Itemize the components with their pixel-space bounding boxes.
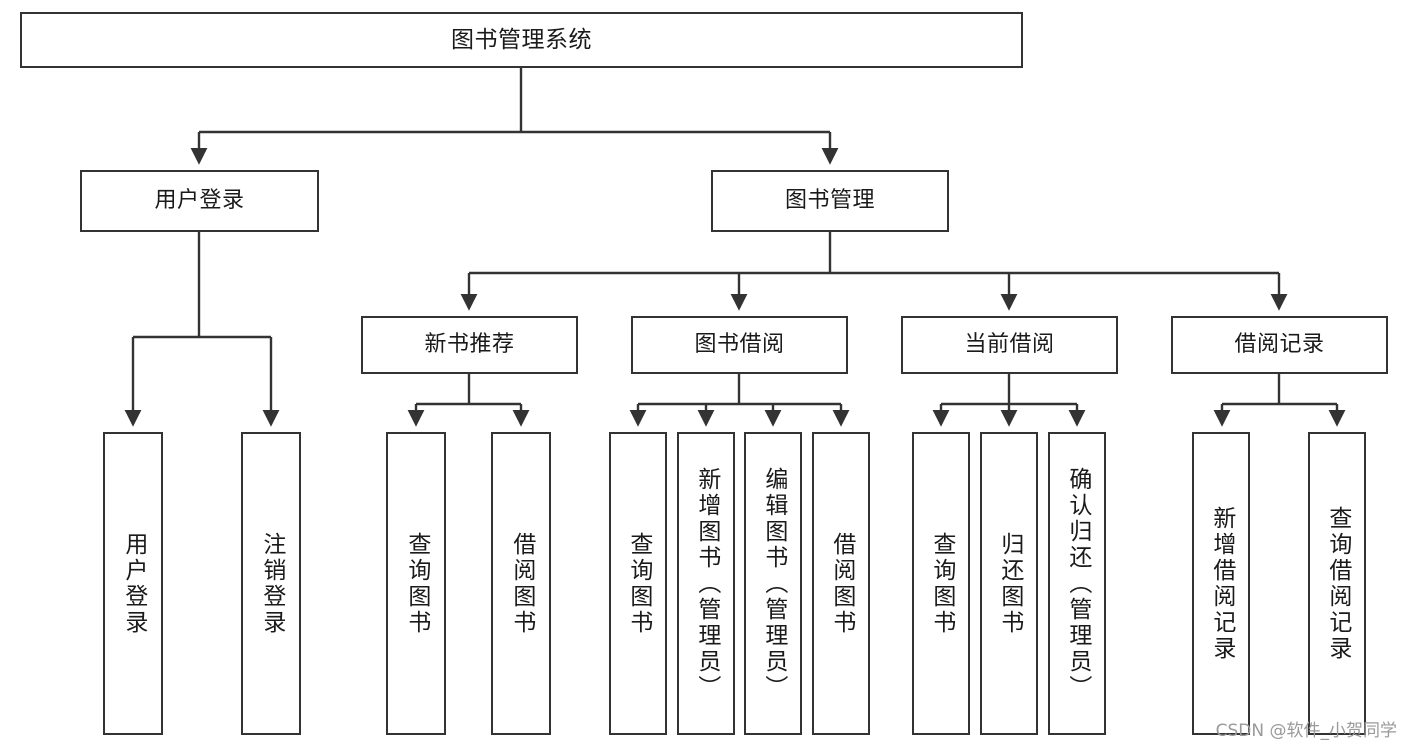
leaf-current-borrow-return-book[interactable]: 归还图书: [980, 432, 1038, 735]
leaf-current-borrow-confirm-return-admin[interactable]: 确认归还（管理员）: [1048, 432, 1106, 735]
node-label: 查询图书: [928, 531, 955, 636]
node-label: 查询借阅记录: [1324, 505, 1351, 662]
node-label: 新书推荐: [424, 331, 515, 357]
leaf-new-book-query-book[interactable]: 查询图书: [386, 432, 446, 735]
leaf-book-borrow-borrow-book[interactable]: 借阅图书: [812, 432, 870, 735]
leaf-user-login-logout[interactable]: 注销登录: [241, 432, 301, 735]
node-borrow-record[interactable]: 借阅记录: [1171, 316, 1388, 374]
node-label: 图书管理: [784, 187, 875, 213]
leaf-borrow-record-add-record[interactable]: 新增借阅记录: [1192, 432, 1250, 735]
node-label: 查询图书: [403, 531, 430, 636]
node-label: 用户登录: [154, 187, 245, 213]
node-label: 查询图书: [625, 531, 652, 636]
node-label: 图书管理系统: [451, 26, 592, 53]
node-label: 确认归还（管理员）: [1064, 466, 1091, 701]
node-root-book-management-system[interactable]: 图书管理系统: [20, 12, 1023, 68]
leaf-borrow-record-query-record[interactable]: 查询借阅记录: [1308, 432, 1366, 735]
node-label: 编辑图书（管理员）: [760, 466, 787, 701]
node-label: 新增图书（管理员）: [693, 466, 720, 701]
node-label: 用户登录: [120, 531, 147, 636]
node-label: 图书借阅: [694, 331, 785, 357]
node-new-book-recommend[interactable]: 新书推荐: [361, 316, 578, 374]
node-label: 归还图书: [996, 531, 1023, 636]
leaf-book-borrow-query-book[interactable]: 查询图书: [609, 432, 667, 735]
node-label: 当前借阅: [964, 331, 1055, 357]
node-label: 新增借阅记录: [1208, 505, 1235, 662]
node-current-borrow[interactable]: 当前借阅: [901, 316, 1118, 374]
leaf-book-borrow-add-book-admin[interactable]: 新增图书（管理员）: [677, 432, 735, 735]
node-label: 借阅图书: [508, 531, 535, 636]
node-user-login[interactable]: 用户登录: [80, 170, 319, 232]
node-label: 注销登录: [258, 531, 285, 636]
node-book-borrow[interactable]: 图书借阅: [631, 316, 848, 374]
leaf-new-book-borrow-book[interactable]: 借阅图书: [491, 432, 551, 735]
leaf-book-borrow-edit-book-admin[interactable]: 编辑图书（管理员）: [744, 432, 802, 735]
node-label: 借阅记录: [1234, 331, 1325, 357]
leaf-user-login-login[interactable]: 用户登录: [103, 432, 163, 735]
leaf-current-borrow-query-book[interactable]: 查询图书: [912, 432, 970, 735]
node-book-management[interactable]: 图书管理: [711, 170, 949, 232]
csdn-watermark: CSDN @软件_小贺同学: [1215, 721, 1397, 741]
node-label: 借阅图书: [828, 531, 855, 636]
